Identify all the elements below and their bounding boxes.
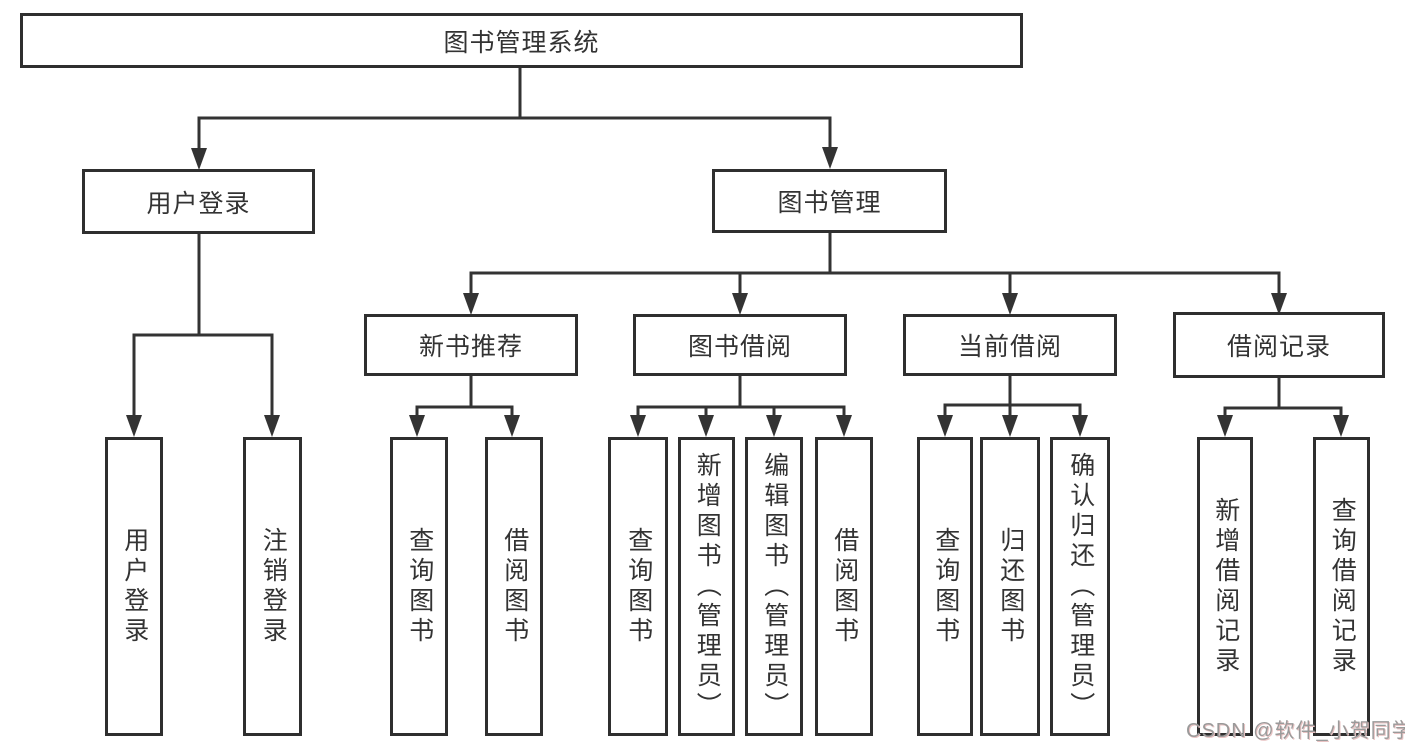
csdn-watermark: CSDN @软件_小贺同学 bbox=[1186, 720, 1405, 742]
node-return-book: 归还图书 bbox=[980, 437, 1040, 736]
node-library-system-label: 图书管理系统 bbox=[443, 28, 600, 57]
node-borrow-books-2-label: 借阅图书 bbox=[830, 526, 859, 647]
node-borrow-books-1-label: 借阅图书 bbox=[500, 526, 529, 647]
node-library-system: 图书管理系统 bbox=[20, 13, 1023, 68]
node-query-books-3: 查询图书 bbox=[917, 437, 973, 736]
node-current-borrowing: 当前借阅 bbox=[903, 314, 1117, 376]
node-return-book-label: 归还图书 bbox=[996, 526, 1025, 647]
node-logout-label: 注销登录 bbox=[259, 526, 288, 647]
node-query-books-3-label: 查询图书 bbox=[931, 526, 960, 647]
node-confirm-return-admin: 确认归还（管理员） bbox=[1050, 437, 1110, 736]
node-book-management-label: 图书管理 bbox=[777, 189, 882, 217]
node-book-borrowing-label: 图书借阅 bbox=[687, 333, 792, 361]
node-query-books-2-label: 查询图书 bbox=[624, 526, 653, 647]
node-edit-book-admin-label: 编辑图书（管理员） bbox=[760, 451, 789, 722]
node-logout: 注销登录 bbox=[243, 437, 302, 736]
node-add-book-admin-label: 新增图书（管理员） bbox=[693, 451, 722, 722]
node-new-book-recommendation: 新书推荐 bbox=[364, 314, 578, 376]
node-new-book-recommendation-label: 新书推荐 bbox=[418, 333, 523, 361]
node-user-login-label: 用户登录 bbox=[146, 189, 251, 218]
node-query-books-2: 查询图书 bbox=[608, 437, 668, 736]
node-user-login-leaf: 用户登录 bbox=[105, 437, 163, 736]
node-query-borrow-record-label: 查询借阅记录 bbox=[1328, 496, 1357, 677]
node-edit-book-admin: 编辑图书（管理员） bbox=[745, 437, 803, 736]
node-add-borrow-record-label: 新增借阅记录 bbox=[1211, 496, 1240, 677]
node-user-login: 用户登录 bbox=[82, 169, 315, 234]
node-query-borrow-record: 查询借阅记录 bbox=[1313, 437, 1370, 736]
node-user-login-leaf-label: 用户登录 bbox=[120, 526, 149, 647]
arrowheads bbox=[126, 147, 1349, 437]
node-query-books-1: 查询图书 bbox=[390, 437, 448, 736]
node-current-borrowing-label: 当前借阅 bbox=[957, 333, 1062, 361]
node-borrowing-records: 借阅记录 bbox=[1173, 312, 1385, 378]
node-query-books-1-label: 查询图书 bbox=[405, 526, 434, 647]
node-add-borrow-record: 新增借阅记录 bbox=[1197, 437, 1253, 736]
node-confirm-return-admin-label: 确认归还（管理员） bbox=[1066, 451, 1095, 722]
node-borrow-books-1: 借阅图书 bbox=[485, 437, 543, 736]
node-book-borrowing: 图书借阅 bbox=[633, 314, 847, 376]
node-borrow-books-2: 借阅图书 bbox=[815, 437, 873, 736]
node-book-management: 图书管理 bbox=[712, 169, 947, 233]
node-borrowing-records-label: 借阅记录 bbox=[1226, 333, 1331, 361]
node-add-book-admin: 新增图书（管理员） bbox=[678, 437, 735, 736]
